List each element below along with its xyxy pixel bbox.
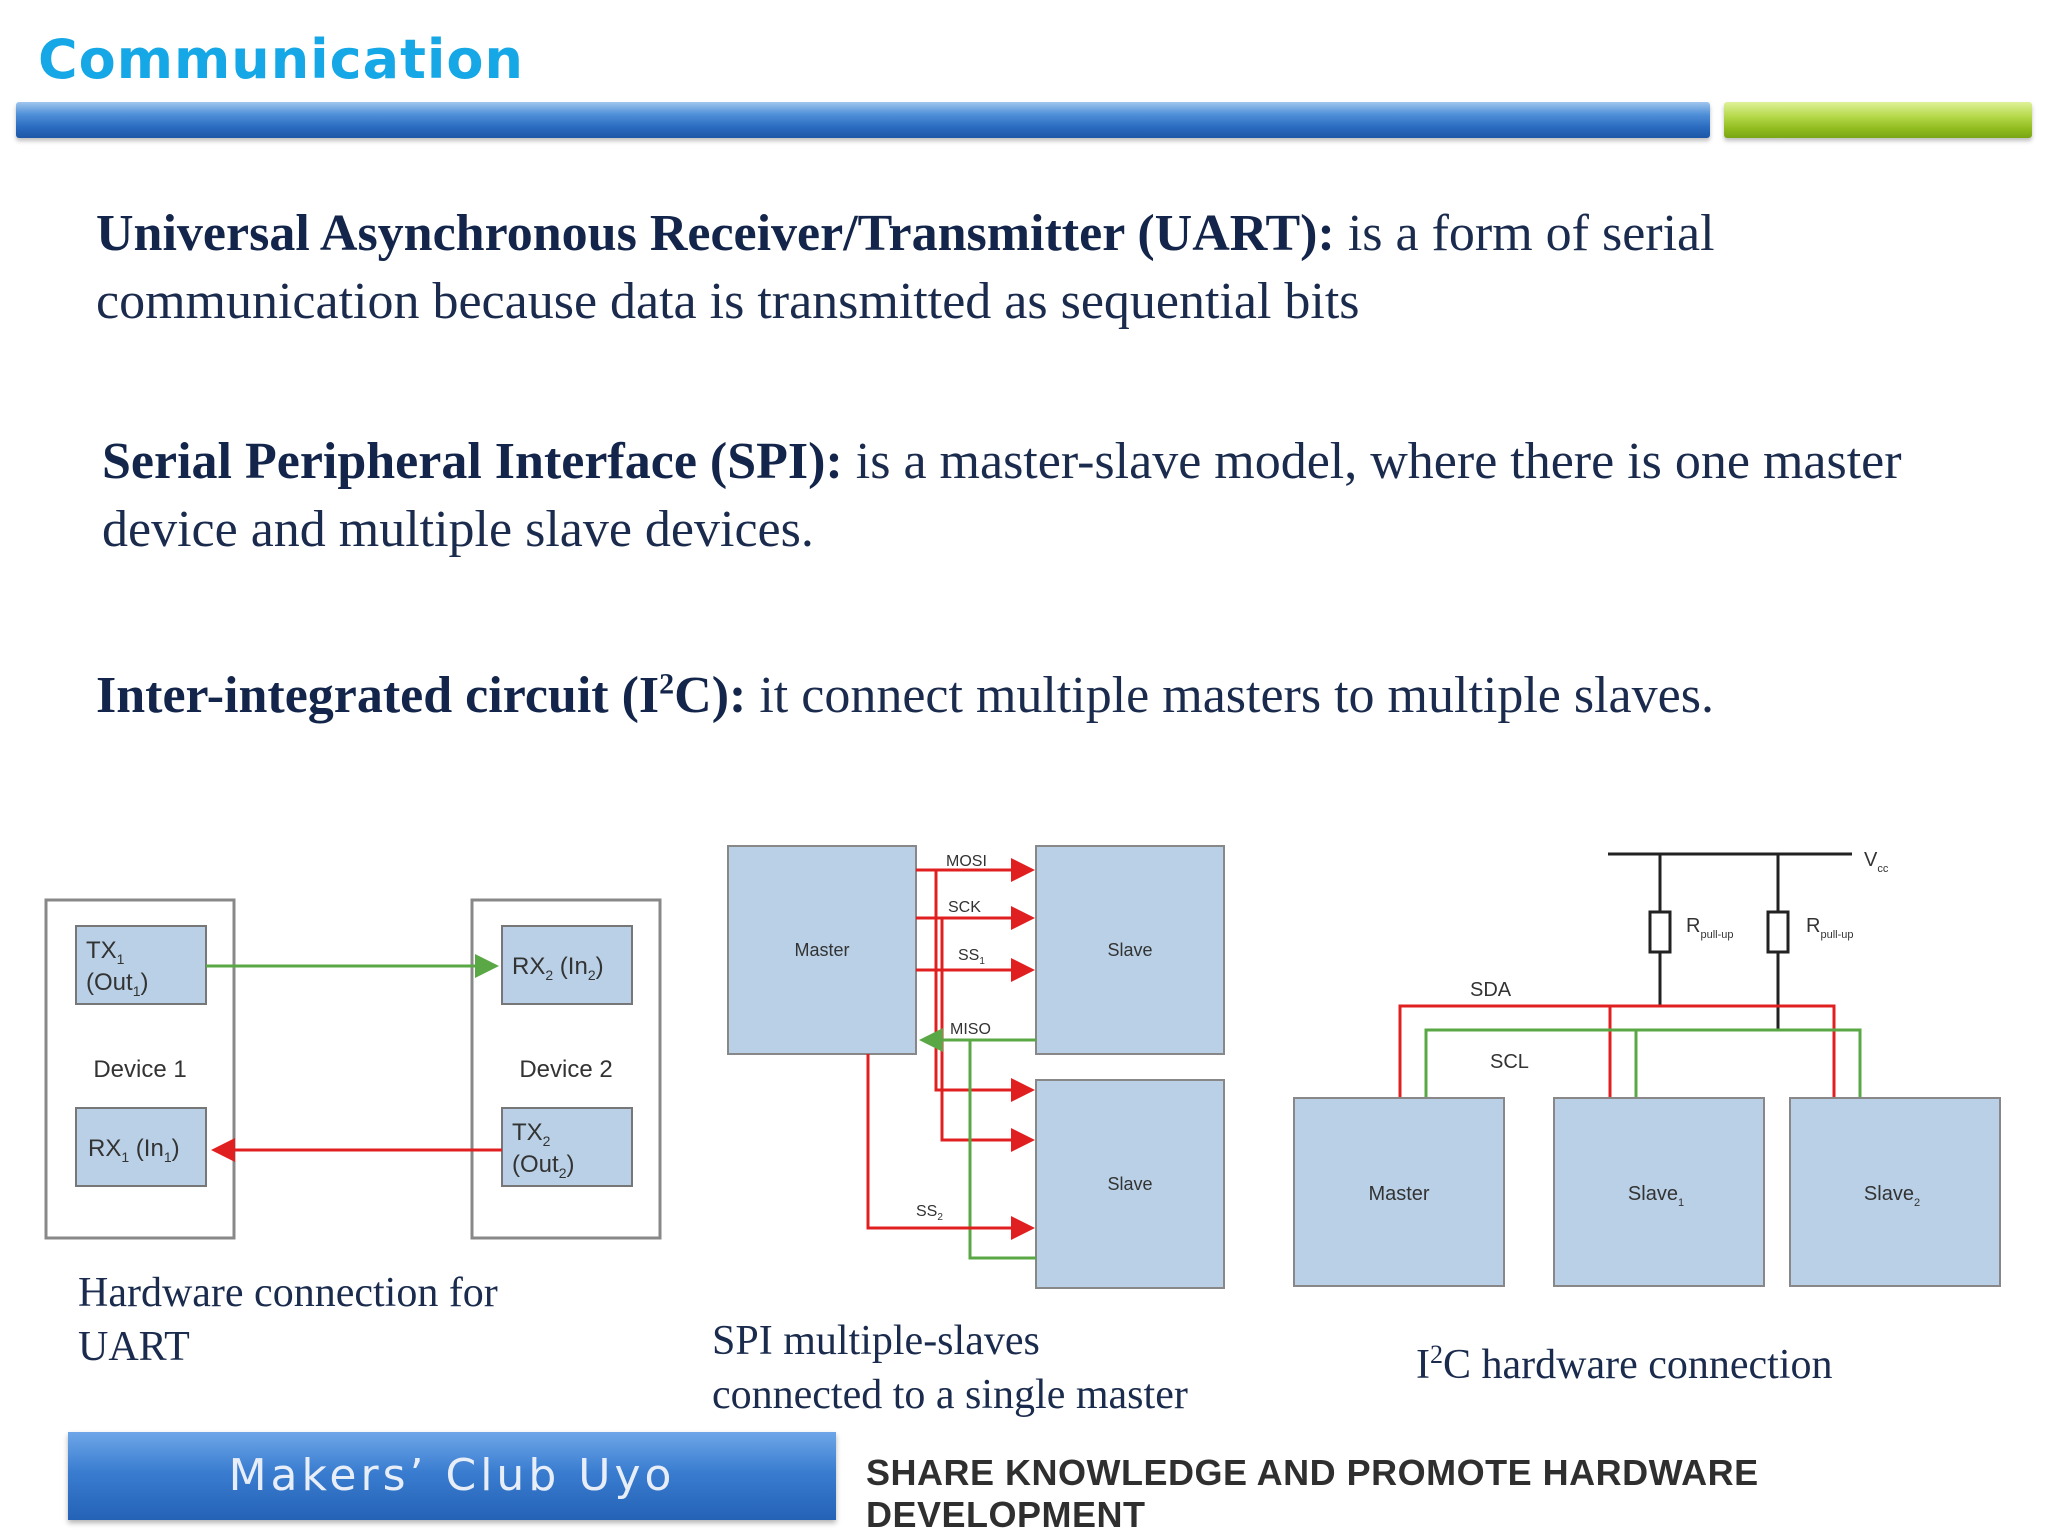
uart-caption-line2: UART bbox=[78, 1324, 190, 1370]
i2c-term-pre: Inter-integrated circuit (I bbox=[96, 667, 660, 724]
rx1-box bbox=[75, 1107, 207, 1187]
spi-master-label: Master bbox=[794, 940, 849, 960]
i2c-r1-label: Rpull-up bbox=[1686, 915, 1733, 941]
uart-diagram: TX1 (Out1) RX1 (In1) RX2 (In2) TX2 (Out2… bbox=[44, 898, 662, 1240]
out2-label: (Out2) bbox=[512, 1151, 574, 1181]
tx1-label: TX1 bbox=[86, 937, 125, 967]
spi-slave-bottom-box bbox=[1035, 1079, 1225, 1289]
spi-diagram: Master Slave Slave MOSI SCK SS1 MISO SS2 bbox=[727, 845, 1225, 1289]
spi-slave-bottom-label: Slave bbox=[1107, 1174, 1152, 1194]
i2c-scl-label: SCL bbox=[1490, 1051, 1529, 1073]
i2c-slave2-label: Slave2 bbox=[1864, 1183, 1920, 1209]
i2c-r1-resistor bbox=[1648, 910, 1672, 954]
slide-title: Communication bbox=[38, 28, 524, 91]
spi-mosi-bus bbox=[934, 870, 1035, 1102]
device2-label: Device 2 bbox=[519, 1056, 612, 1083]
spi-caption-line2: connected to a single master bbox=[712, 1372, 1188, 1418]
i2c-r2-resistor bbox=[1766, 910, 1790, 954]
i2c-term-post: C): bbox=[674, 667, 747, 724]
i2c-diagram: Vcc Rpull-up Rpull-up SDA SCL Master Sla… bbox=[1293, 849, 2001, 1287]
spi-slave-top-box bbox=[1035, 845, 1225, 1055]
spi-caption-line1: SPI multiple-slaves bbox=[712, 1318, 1040, 1364]
spi-caption: SPI multiple-slaves connected to a singl… bbox=[712, 1314, 1188, 1422]
rx2-label: RX2 (In2) bbox=[512, 953, 604, 983]
header-bar-green bbox=[1724, 102, 2032, 138]
diagrams: TX1 (Out1) RX1 (In1) RX2 (In2) TX2 (Out2… bbox=[44, 845, 2001, 1289]
tx1-box bbox=[75, 925, 207, 1005]
i2c-slave2-box bbox=[1789, 1097, 2001, 1287]
i2c-slave1-box bbox=[1553, 1097, 1765, 1287]
spi-slave-top-label: Slave bbox=[1107, 940, 1152, 960]
i2c-master-box bbox=[1293, 1097, 1505, 1287]
i2c-paragraph: Inter-integrated circuit (I2C): it conne… bbox=[96, 662, 2046, 730]
spi-master-box bbox=[727, 845, 917, 1055]
uart-caption: Hardware connection for UART bbox=[78, 1266, 498, 1374]
i2c-text: it connect multiple masters to multiple … bbox=[746, 667, 1714, 724]
footer-slogan: SHARE KNOWLEDGE AND PROMOTE HARDWARE DEV… bbox=[866, 1452, 1759, 1535]
rx1-label: RX1 (In1) bbox=[88, 1135, 180, 1165]
rx2-box bbox=[501, 925, 633, 1005]
i2c-master-label: Master bbox=[1368, 1183, 1429, 1205]
spi-sck-label: SCK bbox=[948, 899, 981, 916]
i2c-caption-sup: 2 bbox=[1430, 1340, 1443, 1369]
i2c-caption-pre: I bbox=[1416, 1342, 1430, 1388]
footer-banner bbox=[68, 1432, 836, 1520]
uart-caption-line1: Hardware connection for bbox=[78, 1270, 498, 1316]
uart-text: is a form of serial communication becaus… bbox=[96, 205, 1715, 330]
i2c-caption-post: C hardware connection bbox=[1443, 1342, 1833, 1388]
header-bar-blue bbox=[16, 102, 1710, 138]
i2c-sda-label: SDA bbox=[1470, 979, 1512, 1001]
spi-text: is a master-slave model, where there is … bbox=[102, 433, 1902, 558]
spi-ss2-line bbox=[866, 1054, 1035, 1240]
out1-label: (Out1) bbox=[86, 969, 148, 999]
device1-label: Device 1 bbox=[93, 1056, 186, 1083]
tx2-label: TX2 bbox=[512, 1119, 551, 1149]
i2c-sda-bus bbox=[1398, 1004, 1836, 1098]
club-name: Makers’ Club Uyo bbox=[228, 1450, 676, 1501]
spi-miso-bus bbox=[968, 1040, 1036, 1260]
spi-term: Serial Peripheral Interface (SPI): bbox=[102, 433, 843, 490]
i2c-term-sup: 2 bbox=[659, 667, 675, 701]
i2c-vcc-label: Vcc bbox=[1864, 849, 1889, 875]
spi-ss1-label: SS1 bbox=[958, 947, 985, 967]
i2c-r2-label: Rpull-up bbox=[1806, 915, 1853, 941]
spi-miso-label: MISO bbox=[950, 1021, 991, 1038]
i2c-caption: I2C hardware connection bbox=[1416, 1338, 1833, 1392]
spi-paragraph: Serial Peripheral Interface (SPI): is a … bbox=[102, 428, 2002, 564]
spi-mosi-label: MOSI bbox=[946, 853, 987, 870]
uart-term: Universal Asynchronous Receiver/Transmit… bbox=[96, 205, 1335, 262]
i2c-scl-bus bbox=[1424, 1028, 1862, 1098]
spi-ss2-label: SS2 bbox=[916, 1203, 943, 1223]
i2c-term: Inter-integrated circuit (I2C): bbox=[96, 667, 746, 724]
tx2-box bbox=[501, 1107, 633, 1187]
spi-sck-bus bbox=[940, 918, 1035, 1152]
uart-paragraph: Universal Asynchronous Receiver/Transmit… bbox=[96, 200, 1996, 336]
i2c-slave1-label: Slave1 bbox=[1628, 1183, 1684, 1209]
